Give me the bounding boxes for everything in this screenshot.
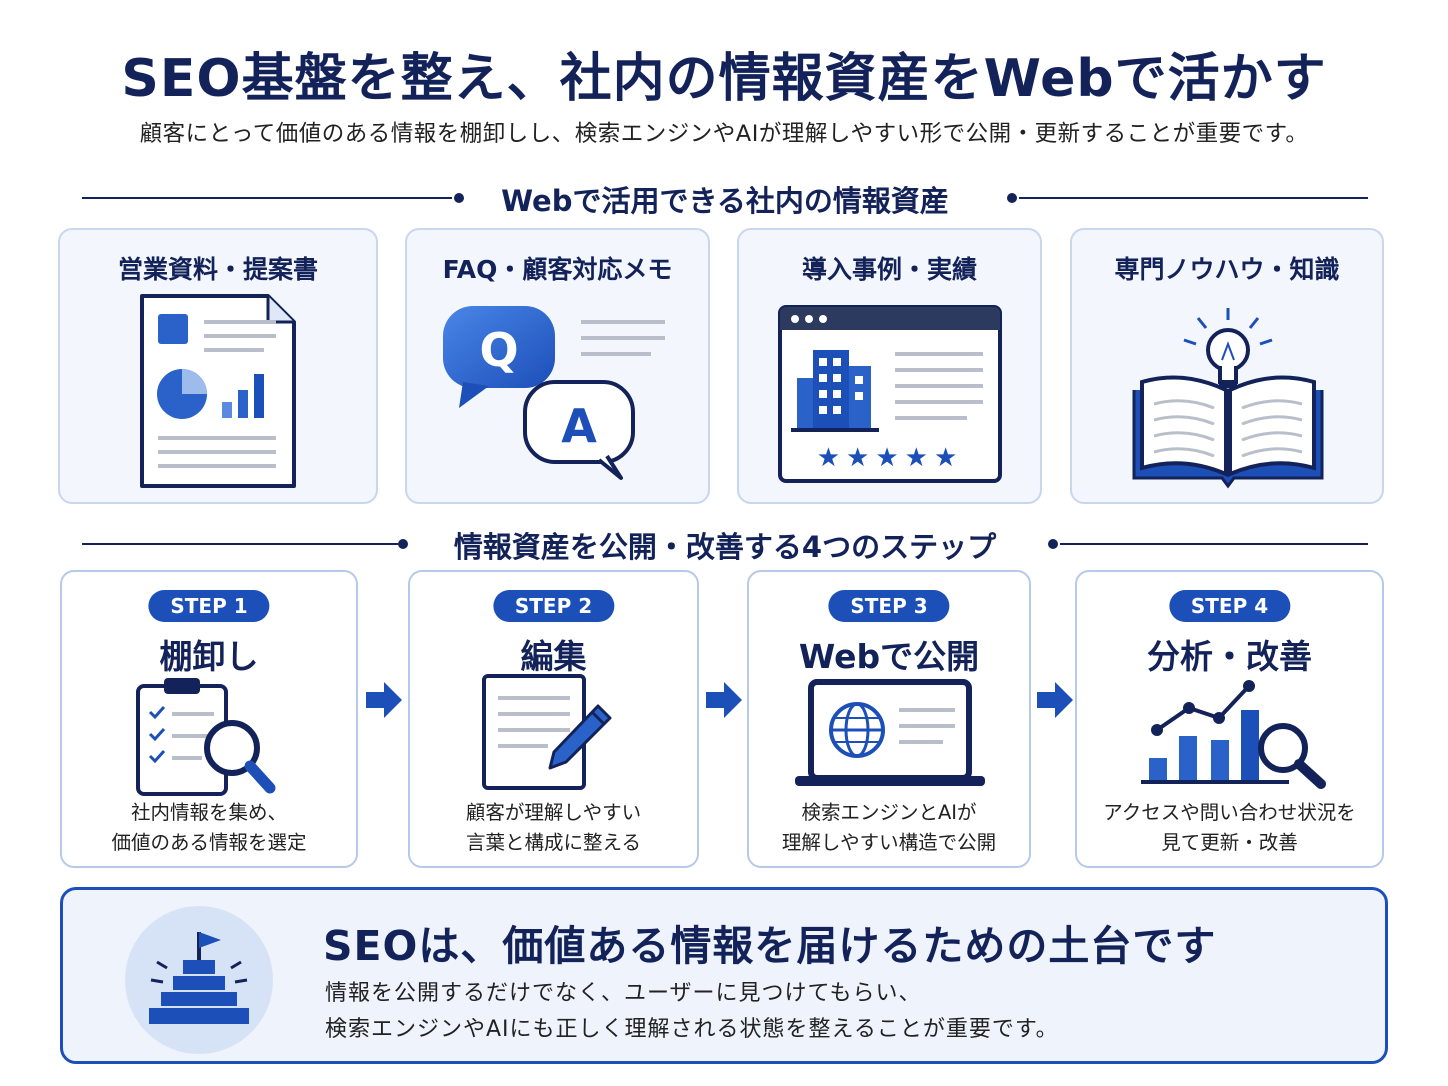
step-badge: STEP 3 xyxy=(828,590,950,622)
laptop-globe-icon xyxy=(795,679,985,786)
asset-card-knowhow: 専門ノウハウ・知識 xyxy=(1070,228,1384,504)
step-description: 検索エンジンとAIが 理解しやすい構造で公開 xyxy=(749,798,1029,858)
asset-card-title: 営業資料・提案書 xyxy=(117,255,318,284)
assets-heading-label: Webで活用できる社内の情報資産 xyxy=(501,184,949,218)
asset-card-faq: FAQ・顧客対応メモ Q A xyxy=(405,228,710,504)
asset-card-title: FAQ・顧客対応メモ xyxy=(442,255,673,284)
checklist-magnifier-icon xyxy=(136,678,276,796)
step-card-4: STEP 4 分析・改善 アクセスや問い合わせ状況を 見て更新・改善 xyxy=(1075,570,1384,868)
document-pencil-icon xyxy=(482,674,612,790)
q-letter: Q xyxy=(479,323,518,377)
divider-line xyxy=(1019,197,1368,199)
summary-title: SEOは、価値ある情報を届けるための土台です xyxy=(323,922,1217,970)
qa-bubbles-icon: Q A xyxy=(443,306,665,480)
summary-icon-circle xyxy=(125,906,273,1054)
case-study-browser-icon: ★★★★★ xyxy=(778,305,1002,483)
flag-pyramid-icon xyxy=(149,932,249,1024)
page-subtitle: 顧客にとって価値のある情報を棚卸しし、検索エンジンやAIが理解しやすい形で公開・… xyxy=(139,121,1309,147)
divider-dot xyxy=(454,193,464,203)
summary-text-line: 情報を公開するだけでなく、ユーザーに見つけてもらい、 xyxy=(325,981,922,1006)
divider-dot xyxy=(1007,193,1017,203)
book-lightbulb-icon xyxy=(1132,308,1324,489)
steps-heading-label: 情報資産を公開・改善する4つのステップ xyxy=(453,530,997,564)
step-desc-line: 顧客が理解しやすい xyxy=(465,801,642,824)
document-chart-icon xyxy=(140,294,296,488)
step-badge: STEP 4 xyxy=(1168,590,1291,622)
summary-text-line: 検索エンジンやAIにも正しく理解される状態を整えることが重要です。 xyxy=(325,1017,1059,1042)
steps-section-heading: 情報資産を公開・改善する4つのステップ xyxy=(82,524,1368,564)
step-badge: STEP 1 xyxy=(148,590,270,622)
page-title: SEO基盤を整え、社内の情報資産をWebで活かす xyxy=(121,49,1327,109)
a-letter: A xyxy=(561,399,597,453)
step-description: 顧客が理解しやすい 言葉と構成に整える xyxy=(410,798,697,858)
asset-card-sales: 営業資料・提案書 xyxy=(58,228,378,504)
step-desc-line: 言葉と構成に整える xyxy=(466,831,641,854)
step-badge: STEP 2 xyxy=(492,590,615,622)
rating-stars: ★★★★★ xyxy=(817,443,964,473)
assets-section-heading: Webで活用できる社内の情報資産 xyxy=(82,178,1368,218)
divider-line xyxy=(1060,543,1368,545)
arrow-right-icon xyxy=(706,682,742,718)
asset-card-title: 専門ノウハウ・知識 xyxy=(1114,255,1340,284)
chart-magnifier-icon xyxy=(1141,680,1326,789)
step-title: 編集 xyxy=(520,637,587,676)
asset-card-case: 導入事例・実績 ★★★★★ xyxy=(737,228,1042,504)
step-card-3: STEP 3 Webで公開 検索エンジンとAIが 理解しやすい構造で公開 xyxy=(747,570,1031,868)
divider-line xyxy=(82,197,452,199)
step-title: 棚卸し xyxy=(159,637,259,676)
step-desc-line: アクセスや問い合わせ状況を xyxy=(1103,801,1356,824)
step-desc-line: 検索エンジンとAIが xyxy=(801,801,977,824)
arrow-right-icon xyxy=(366,682,402,718)
divider-dot xyxy=(398,539,408,549)
arrow-right-icon xyxy=(1037,682,1073,718)
step-description: アクセスや問い合わせ状況を 見て更新・改善 xyxy=(1077,798,1382,858)
step-desc-line: 理解しやすい構造で公開 xyxy=(781,831,997,854)
step-desc-line: 見て更新・改善 xyxy=(1161,831,1298,854)
divider-line xyxy=(82,543,398,545)
step-title: 分析・改善 xyxy=(1147,637,1312,676)
step-title: Webで公開 xyxy=(798,637,980,676)
step-description: 社内情報を集め、 価値のある情報を選定 xyxy=(62,798,356,858)
step-card-2: STEP 2 編集 顧客が理解しやすい 言葉と構成に整える xyxy=(408,570,699,868)
summary-box: SEOは、価値ある情報を届けるための土台です 情報を公開するだけでなく、ユーザー… xyxy=(60,887,1388,1064)
asset-card-title: 導入事例・実績 xyxy=(801,255,977,284)
summary-text: 情報を公開するだけでなく、ユーザーに見つけてもらい、 検索エンジンやAIにも正し… xyxy=(325,976,1059,1048)
step-card-1: STEP 1 棚卸し 社内情報を集め、 価値のある情報を選定 xyxy=(60,570,358,868)
step-desc-line: 社内情報を集め、 xyxy=(130,801,287,824)
divider-dot xyxy=(1048,539,1058,549)
step-desc-line: 価値のある情報を選定 xyxy=(111,831,307,854)
